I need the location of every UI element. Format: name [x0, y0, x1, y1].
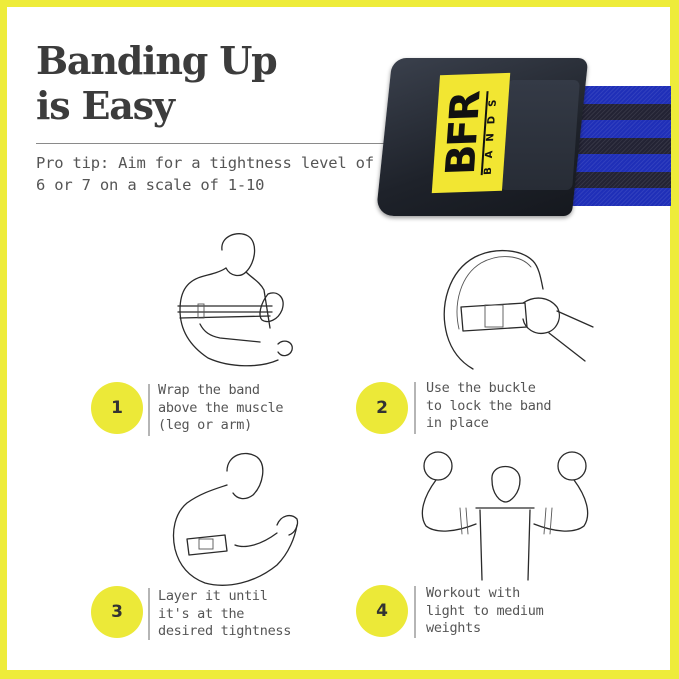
step-2-badge: 2 [356, 382, 408, 434]
title-line-2: is Easy [36, 83, 175, 128]
step-4-badge: 4 [356, 585, 408, 637]
step-4-text: Workout with light to medium weights [426, 585, 544, 636]
man-flexing-band-icon [172, 452, 299, 586]
step-1-badge: 1 [91, 382, 143, 434]
title-divider [36, 143, 396, 144]
step-3-text: Layer it until it's at the desired tight… [158, 588, 292, 639]
step-3-divider [148, 588, 150, 640]
step-3-badge: 3 [91, 586, 143, 638]
bfr-band-buckle-image: BFR BANDS [375, 58, 671, 218]
logo-main-text: BFR [437, 91, 490, 176]
pro-tip-text: Pro tip: Aim for a tightness level of 6 … [36, 154, 374, 194]
man-wrapping-band-icon [177, 233, 293, 367]
blue-strap [569, 86, 671, 206]
step-1-text: Wrap the band above the muscle (leg or a… [158, 382, 284, 433]
title-line-1: Banding Up [36, 38, 278, 83]
bfr-bands-logo: BFR BANDS [431, 72, 511, 194]
man-lifting-dumbbells-icon [421, 451, 589, 581]
step-1-divider [148, 384, 150, 436]
step-4-divider [414, 586, 416, 638]
buckle-lid [500, 80, 580, 190]
hand-locking-buckle-icon [443, 249, 594, 370]
step-2-divider [414, 382, 416, 434]
step-2-text: Use the buckle to lock the band in place [426, 380, 552, 431]
